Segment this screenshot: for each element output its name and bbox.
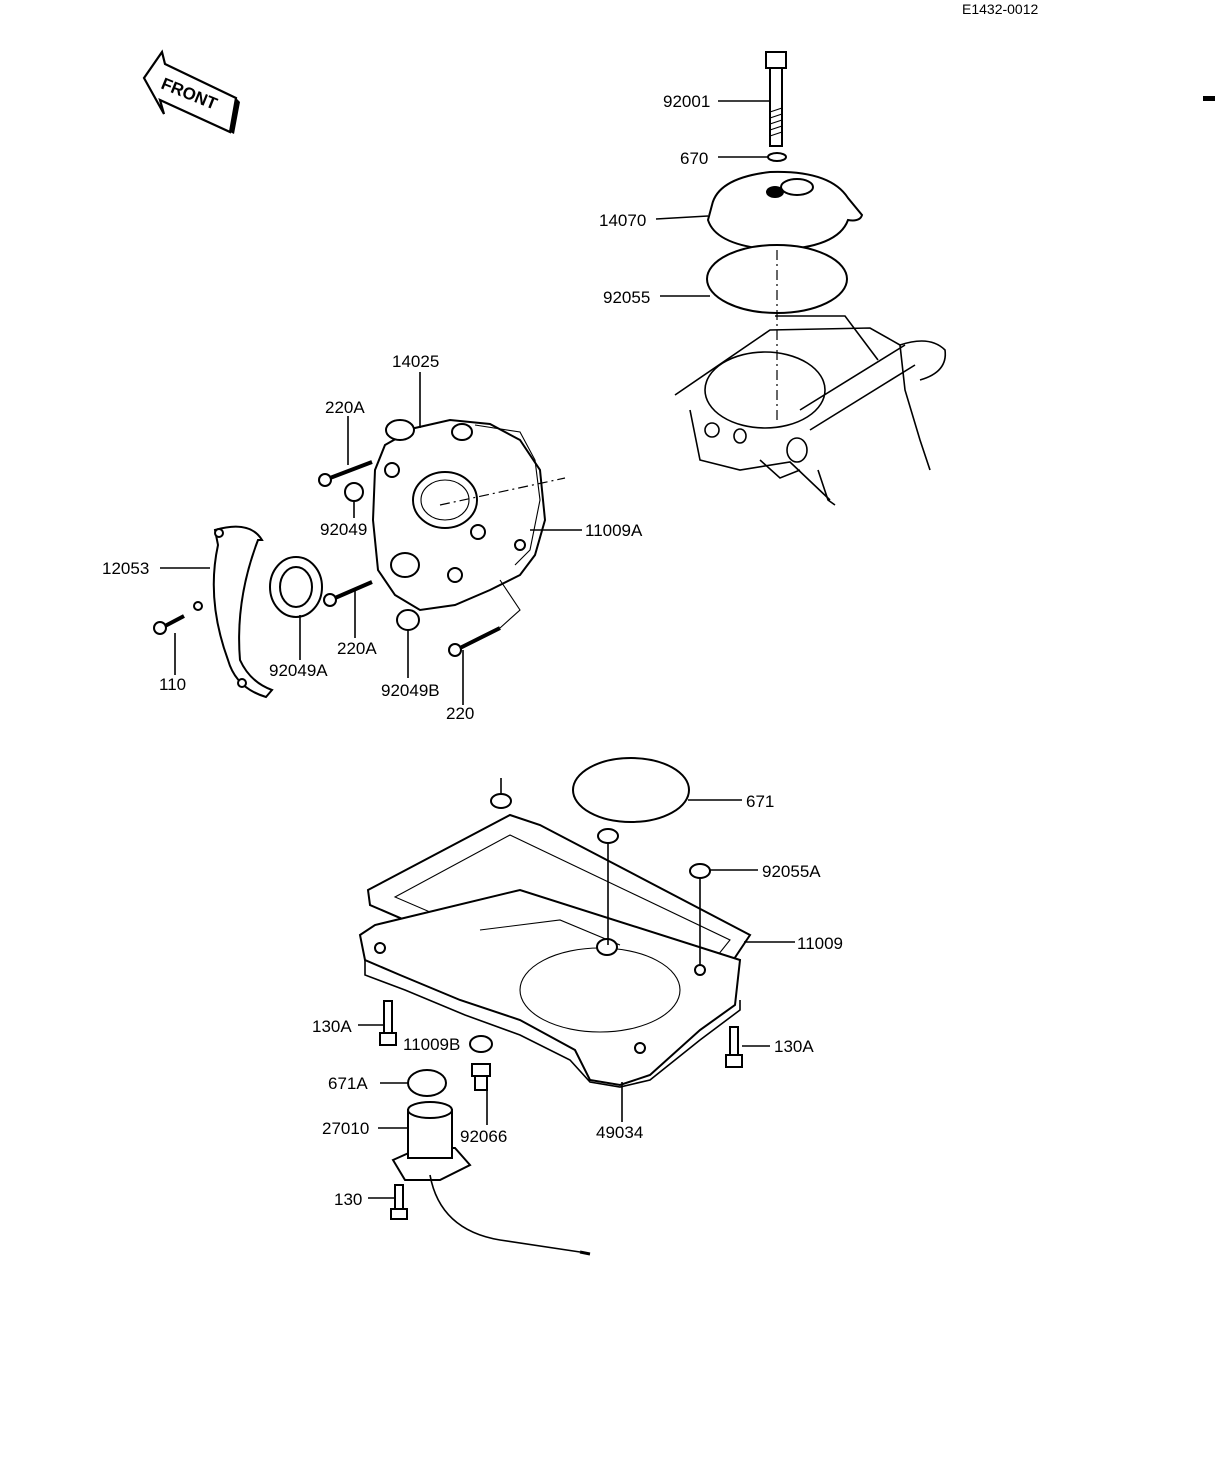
callout-220A-bottom: 220A xyxy=(337,639,377,658)
plug-92066 xyxy=(471,1063,491,1091)
bolt-92001 xyxy=(765,51,787,147)
bolt-130 xyxy=(390,1184,408,1220)
callout-11009B: 11009B xyxy=(403,1035,460,1054)
callout-92066: 92066 xyxy=(460,1127,507,1146)
bolt-220A-bottom xyxy=(323,580,373,607)
callout-671A: 671A xyxy=(328,1074,368,1093)
callout-92001: 92001 xyxy=(663,92,710,111)
callout-92049: 92049 xyxy=(320,520,367,539)
callout-130: 130 xyxy=(334,1190,362,1209)
washer-92055A xyxy=(689,863,711,879)
cover-14025 xyxy=(371,418,547,612)
switch-27010 xyxy=(391,1101,591,1256)
filter-cover-14070 xyxy=(706,170,864,252)
cap-92049 xyxy=(344,482,364,502)
oil-pan-49034 xyxy=(358,888,742,1088)
washer-670 xyxy=(767,152,787,162)
callout-671: 671 xyxy=(746,792,774,811)
callout-92049A: 92049A xyxy=(269,661,328,680)
callout-92049B: 92049B xyxy=(381,681,440,700)
bolt-220A-top xyxy=(318,460,373,487)
callout-92055: 92055 xyxy=(603,288,650,307)
bolt-130A-left xyxy=(379,1000,397,1046)
callout-130A-left: 130A xyxy=(312,1017,352,1036)
callout-49034: 49034 xyxy=(596,1123,643,1142)
o-ring-671A xyxy=(407,1069,447,1097)
callout-670: 670 xyxy=(680,149,708,168)
cap-92049B xyxy=(396,609,420,631)
bolt-130A-right xyxy=(725,1026,743,1068)
callout-12053: 12053 xyxy=(102,559,149,578)
callout-11009: 11009 xyxy=(797,934,843,953)
washer-top-left xyxy=(490,793,512,809)
front-arrow-icon: FRONT xyxy=(142,49,240,134)
callout-14070: 14070 xyxy=(599,211,646,230)
callout-27010: 27010 xyxy=(322,1119,369,1138)
callout-130A-right: 130A xyxy=(774,1037,814,1056)
bolt-220 xyxy=(448,626,501,657)
bolt-guide-line xyxy=(499,579,521,629)
callout-220: 220 xyxy=(446,704,474,723)
callout-92055A: 92055A xyxy=(762,862,821,881)
callout-110: 110 xyxy=(159,675,186,694)
callout-14025: 14025 xyxy=(392,352,439,371)
washer-11009B xyxy=(469,1035,493,1053)
washer-center xyxy=(597,828,619,844)
engine-crankcase-outline xyxy=(674,315,947,506)
bolt-110 xyxy=(153,614,185,635)
cover-axis xyxy=(439,477,566,506)
callout-11009A: 11009A xyxy=(585,521,643,540)
guide-12053 xyxy=(193,525,274,699)
reference-code: E1432-0012 xyxy=(962,1,1039,17)
o-ring-671 xyxy=(572,757,690,823)
margin-mark xyxy=(1203,96,1215,101)
callout-220A-top: 220A xyxy=(325,398,365,417)
oil-seal-92049A xyxy=(269,556,323,618)
leader-lines xyxy=(160,100,795,1199)
